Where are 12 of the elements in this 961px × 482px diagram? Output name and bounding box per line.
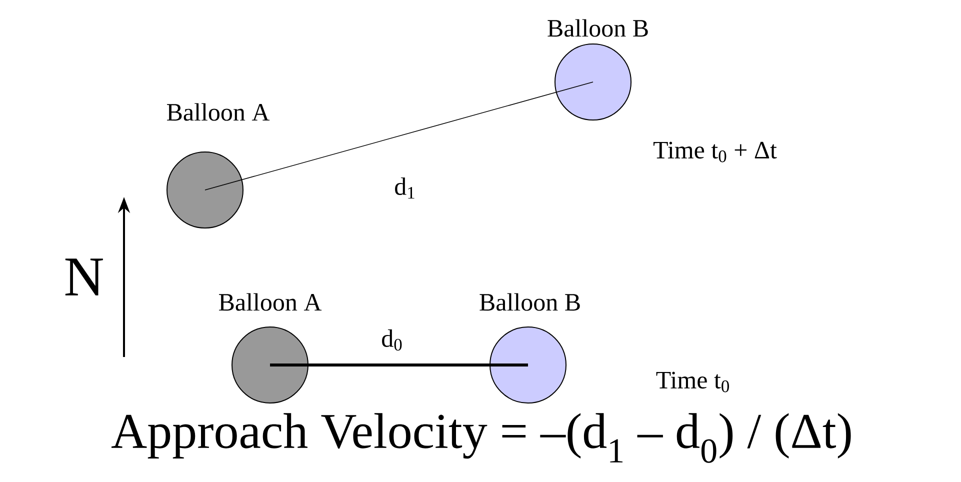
distance-line (204, 82, 594, 190)
time-label: Time t$_{0}$ (656, 372, 729, 392)
node-label: Balloon B (480, 293, 580, 311)
formula-caption: Approach Velocity = –(d$_{1}$ – d$_{0}$) / (Δt) (111, 413, 851, 463)
edge-label: d$_{0}$ (380, 328, 404, 352)
distance-line (270, 364, 528, 366)
edge-label: d$_{1}$ (393, 176, 417, 200)
node-label: Balloon A (166, 103, 270, 121)
north-label: N (65, 258, 103, 296)
node-label: Balloon B (548, 19, 648, 37)
time-label: Time t$_{0}$ + Δt (654, 142, 777, 162)
node-label: Balloon A (218, 293, 322, 311)
